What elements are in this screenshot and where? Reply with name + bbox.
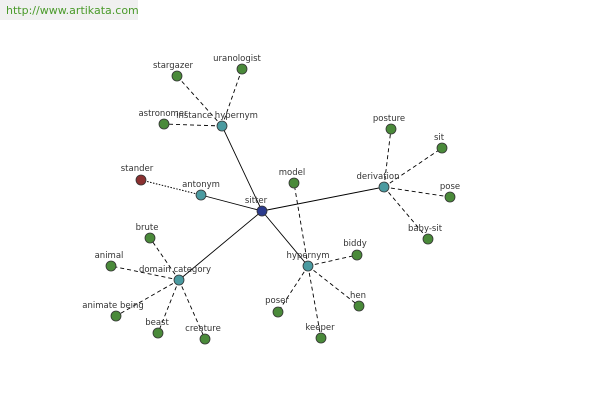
- node-derivation[interactable]: [378, 181, 390, 193]
- edge-domain-category-to-brute: [149, 237, 180, 281]
- node-label-baby-sit[interactable]: baby-sit: [408, 224, 443, 234]
- node-label-brute[interactable]: brute: [136, 223, 159, 233]
- node-model[interactable]: [288, 177, 300, 189]
- node-label-sitter[interactable]: sitter: [245, 196, 268, 206]
- node-label-antonym[interactable]: antonym: [182, 180, 220, 190]
- edge-instance-hypernym-to-uranologist: [221, 68, 243, 127]
- node-domain-category[interactable]: [173, 274, 185, 286]
- edge-domain-category-to-animal: [110, 265, 180, 281]
- node-label-hypernym[interactable]: hypernym: [286, 251, 329, 261]
- node-label-domain-category[interactable]: domain category: [139, 265, 211, 275]
- node-posture[interactable]: [385, 123, 397, 135]
- source-url-text: http://www.artikata.com: [6, 4, 139, 17]
- nodes-layer: [105, 63, 456, 345]
- node-label-derivation[interactable]: derivation: [356, 172, 399, 182]
- edge-hypernym-to-keeper: [307, 265, 322, 339]
- node-label-posture[interactable]: posture: [373, 114, 405, 124]
- node-beast[interactable]: [152, 327, 164, 339]
- edge-sitter-to-antonym: [200, 194, 263, 212]
- labels-layer: sitter instance hypernym antonym derivation…: [82, 54, 460, 334]
- edge-domain-category-to-animate-being: [115, 279, 180, 317]
- node-keeper[interactable]: [315, 332, 327, 344]
- edge-sitter-to-instance-hypernym: [221, 125, 263, 212]
- node-uranologist[interactable]: [236, 63, 248, 75]
- node-label-stander[interactable]: stander: [121, 164, 154, 174]
- edge-derivation-to-posture: [383, 128, 392, 188]
- node-stargazer[interactable]: [171, 70, 183, 82]
- edge-sitter-to-domain-category: [178, 210, 263, 281]
- edge-derivation-to-sit: [383, 147, 443, 188]
- source-url-banner: http://www.artikata.com: [0, 0, 139, 20]
- node-sitter[interactable]: [256, 205, 268, 217]
- node-stander[interactable]: [135, 174, 147, 186]
- node-instance-hypernym[interactable]: [216, 120, 228, 132]
- node-biddy[interactable]: [351, 249, 363, 261]
- node-label-creature[interactable]: creature: [185, 324, 221, 334]
- edge-instance-hypernym-to-stargazer: [176, 75, 223, 127]
- edge-hypernym-to-model: [293, 182, 309, 267]
- node-brute[interactable]: [144, 232, 156, 244]
- edge-hypernym-to-hen: [307, 265, 360, 307]
- node-label-keeper[interactable]: keeper: [305, 323, 335, 333]
- node-hen[interactable]: [353, 300, 365, 312]
- node-label-beast[interactable]: beast: [145, 318, 169, 328]
- edge-hypernym-to-biddy: [307, 254, 358, 267]
- node-animate-being[interactable]: [110, 310, 122, 322]
- node-label-instance-hypernym[interactable]: instance hypernym: [176, 111, 258, 121]
- node-label-animal[interactable]: animal: [95, 251, 124, 261]
- edge-sitter-to-derivation: [261, 186, 385, 212]
- node-hypernym[interactable]: [302, 260, 314, 272]
- node-label-pose[interactable]: pose: [440, 182, 460, 192]
- edge-derivation-to-baby-sit: [383, 186, 429, 240]
- node-creature[interactable]: [199, 333, 211, 345]
- node-label-uranologist[interactable]: uranologist: [213, 54, 261, 64]
- node-astronomer[interactable]: [158, 118, 170, 130]
- node-label-animate-being[interactable]: animate being: [82, 301, 143, 311]
- edge-hypernym-to-poser: [277, 265, 309, 313]
- node-label-stargazer[interactable]: stargazer: [153, 61, 194, 71]
- node-sit[interactable]: [436, 142, 448, 154]
- edge-sitter-to-hypernym: [261, 210, 309, 267]
- node-antonym[interactable]: [195, 189, 207, 201]
- node-animal[interactable]: [105, 260, 117, 272]
- node-label-biddy[interactable]: biddy: [343, 239, 367, 249]
- node-baby-sit[interactable]: [422, 233, 434, 245]
- node-poser[interactable]: [272, 306, 284, 318]
- node-label-hen[interactable]: hen: [350, 291, 366, 301]
- edge-instance-hypernym-to-astronomer: [163, 123, 223, 127]
- node-label-model[interactable]: model: [279, 168, 305, 178]
- edge-domain-category-to-creature: [178, 279, 206, 340]
- node-pose[interactable]: [444, 191, 456, 203]
- edge-antonym-to-stander: [140, 179, 202, 196]
- node-label-poser[interactable]: poser: [265, 296, 289, 306]
- node-label-astronomer[interactable]: astronomer: [138, 109, 188, 119]
- edges-layer: [110, 68, 451, 340]
- edge-domain-category-to-beast: [157, 279, 180, 334]
- node-label-sit[interactable]: sit: [434, 133, 445, 143]
